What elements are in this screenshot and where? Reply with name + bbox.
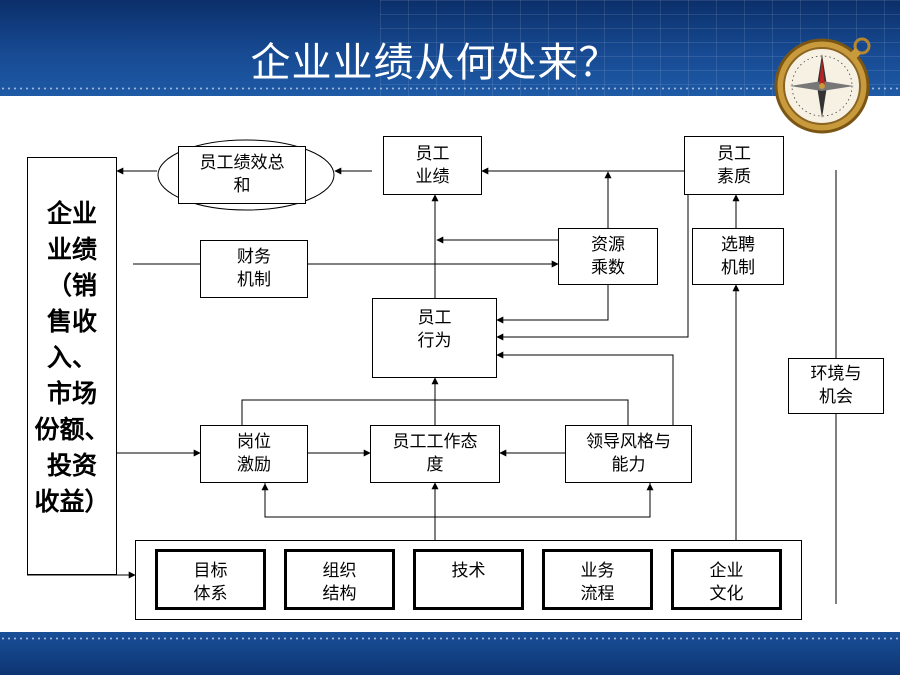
finance-mechanism-box: 财务 机制	[200, 240, 308, 298]
goal-system-box: 目标 体系	[155, 549, 266, 610]
compass-icon	[774, 37, 871, 134]
technology-box: 技术	[413, 549, 524, 610]
corporate-culture-box: 企业 文化	[671, 549, 782, 610]
employee-performance-box: 员工 业绩	[383, 136, 482, 195]
slide-footer	[0, 632, 900, 675]
footer-dot-strip	[0, 636, 900, 641]
work-attitude-box: 员工工作态 度	[370, 425, 500, 483]
slide-title: 企业业绩从何处来？	[250, 40, 620, 86]
environment-opportunity-box: 环境与 机会	[788, 358, 884, 414]
employee-behavior-box: 员工 行为	[372, 298, 497, 378]
header-dot-strip	[0, 86, 900, 91]
org-structure-box: 组织 结构	[284, 549, 395, 610]
leadership-box: 领导风格与 能力	[565, 425, 692, 483]
business-process-box: 业务 流程	[542, 549, 653, 610]
company-performance-box: 企业 业绩 （销 售收 入、 市场 份额、 投资 收益）	[27, 157, 117, 575]
employee-quality-box: 员工 素质	[684, 136, 784, 195]
total-performance-box: 员工绩效总 和	[178, 146, 306, 204]
position-incentive-box: 岗位 激励	[200, 425, 308, 483]
recruitment-mechanism-box: 选聘 机制	[692, 228, 784, 285]
resource-multiplier-box: 资源 乘数	[558, 228, 658, 285]
